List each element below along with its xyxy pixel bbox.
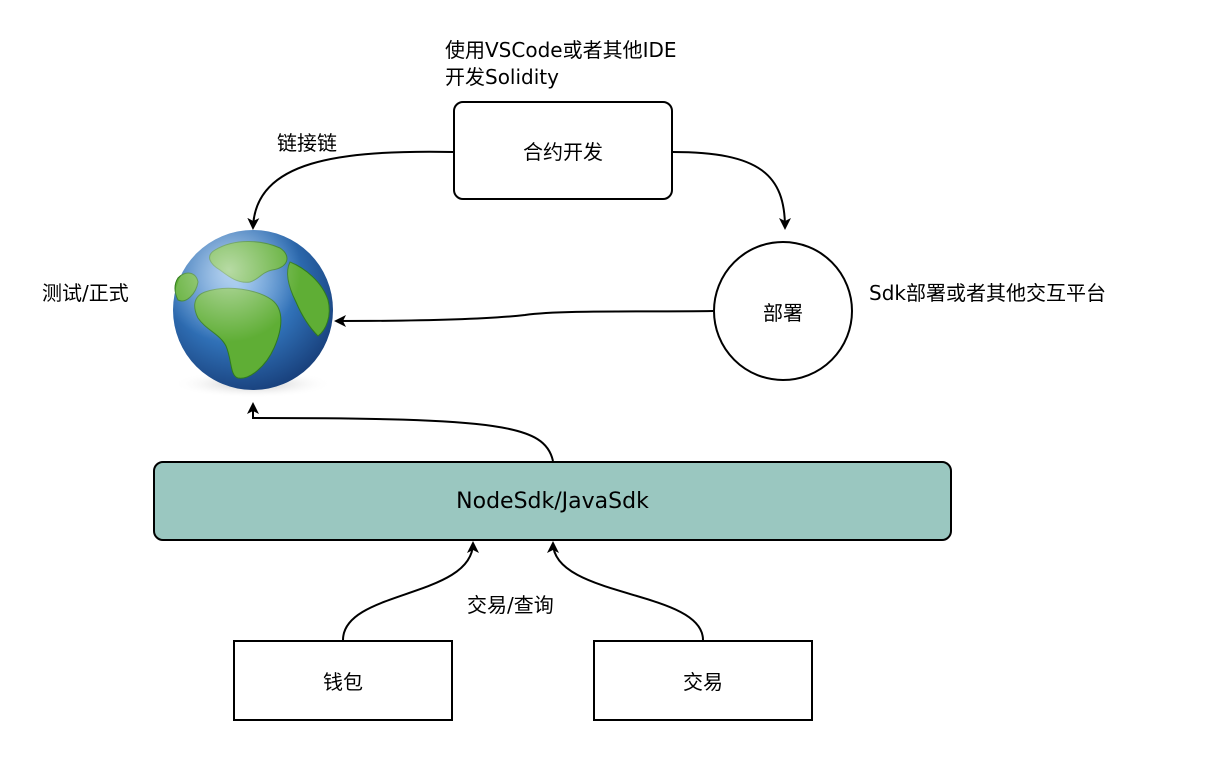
sdk-platform-label: Sdk部署或者其他交互平台 bbox=[869, 281, 1106, 305]
deploy-label: 部署 bbox=[763, 300, 803, 325]
globe-icon bbox=[173, 230, 333, 398]
transaction-node[interactable]: 交易 bbox=[593, 640, 813, 721]
contract-dev-label: 合约开发 bbox=[523, 140, 603, 164]
arrow-sdk-to-globe bbox=[247, 402, 554, 462]
arrow-contract-to-globe bbox=[247, 150, 454, 230]
arrow-contract-to-deploy bbox=[672, 151, 791, 230]
arrow-transaction-to-sdk bbox=[547, 541, 704, 641]
transaction-label: 交易 bbox=[683, 670, 723, 694]
tx-query-label: 交易/查询 bbox=[467, 593, 554, 617]
sdk-node[interactable]: NodeSdk/JavaSdk bbox=[153, 461, 952, 541]
contract-dev-node[interactable]: 合约开发 bbox=[453, 101, 673, 200]
link-chain-label: 链接链 bbox=[277, 131, 337, 155]
wallet-label: 钱包 bbox=[323, 670, 363, 694]
wallet-node[interactable]: 钱包 bbox=[233, 640, 453, 721]
arrow-deploy-to-globe bbox=[334, 310, 714, 327]
sdk-label: NodeSdk/JavaSdk bbox=[456, 488, 649, 514]
test-formal-label: 测试/正式 bbox=[42, 281, 129, 305]
arrow-wallet-to-sdk bbox=[342, 541, 479, 641]
deploy-node[interactable]: 部署 bbox=[713, 241, 853, 381]
ide-note-line2: 开发Solidity bbox=[445, 65, 559, 89]
ide-note-line1: 使用VSCode或者其他IDE bbox=[445, 38, 677, 62]
